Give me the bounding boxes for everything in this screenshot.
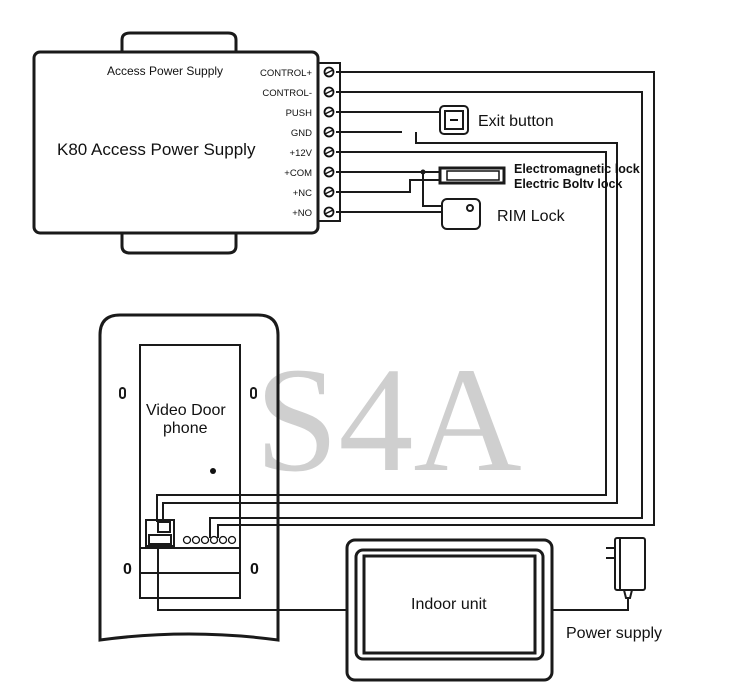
indoor-unit-label: Indoor unit bbox=[411, 596, 487, 613]
terminal-label: CONTROL+ bbox=[260, 68, 312, 79]
vdp-terminal-screw-icon bbox=[227, 535, 237, 545]
wire-indoor-power bbox=[552, 598, 629, 611]
wire-control-plus bbox=[217, 71, 655, 538]
vdp-terminal-screw-icon bbox=[200, 535, 210, 545]
power-supply-label: Power supply bbox=[566, 625, 662, 642]
access-power-supply-unit: Access Power Supply K80 Access Power Sup… bbox=[32, 31, 341, 255]
indoor-unit: Indoor unit bbox=[345, 538, 554, 682]
terminal-label: CONTROL- bbox=[262, 88, 312, 99]
wire-exit-button-return bbox=[162, 132, 618, 522]
rim-lock-device: RIM Lock bbox=[441, 198, 566, 230]
rim-lock-label: RIM Lock bbox=[497, 208, 566, 225]
power-adapter: Power supply bbox=[566, 537, 662, 642]
vdp-label-line2: phone bbox=[163, 420, 208, 437]
terminal-label: PUSH bbox=[286, 108, 313, 119]
terminal-label: GND bbox=[291, 128, 312, 139]
terminal-label: +NO bbox=[292, 208, 312, 219]
vdp-label-line1: Video Door bbox=[146, 402, 226, 419]
unit-header: Access Power Supply bbox=[107, 64, 223, 78]
vdp-terminal-screw-icon bbox=[209, 535, 219, 545]
terminal-label: +12V bbox=[290, 148, 313, 159]
svg-text:0: 0 bbox=[250, 561, 259, 578]
wires bbox=[156, 71, 655, 611]
electromagnetic-lock-device: Electromagnetic lock Electric Boltv lock bbox=[438, 162, 640, 191]
vdp-terminal-screw-icon bbox=[191, 535, 201, 545]
wire-nc bbox=[336, 179, 440, 193]
exit-button-device: Exit button bbox=[439, 105, 554, 135]
maglock-label-line2: Electric Boltv lock bbox=[514, 177, 622, 191]
unit-title: K80 Access Power Supply bbox=[57, 140, 256, 159]
terminal-label: +COM bbox=[284, 168, 312, 179]
video-door-phone: 0 0 Video Door phone bbox=[98, 313, 280, 642]
wire-12v bbox=[156, 151, 607, 522]
wire-com-rim bbox=[422, 172, 442, 207]
wire-control-minus bbox=[209, 91, 643, 538]
maglock-label-line1: Electromagnetic lock bbox=[514, 162, 640, 176]
watermark: S4A bbox=[255, 337, 522, 503]
vdp-terminal-screw-icon bbox=[218, 535, 228, 545]
svg-text:0: 0 bbox=[123, 561, 132, 578]
terminal-label: +NC bbox=[293, 188, 312, 199]
wire-vdp-indoor bbox=[157, 548, 347, 611]
vdp-terminal-screw-icon bbox=[182, 535, 192, 545]
exit-button-label: Exit button bbox=[478, 113, 554, 130]
